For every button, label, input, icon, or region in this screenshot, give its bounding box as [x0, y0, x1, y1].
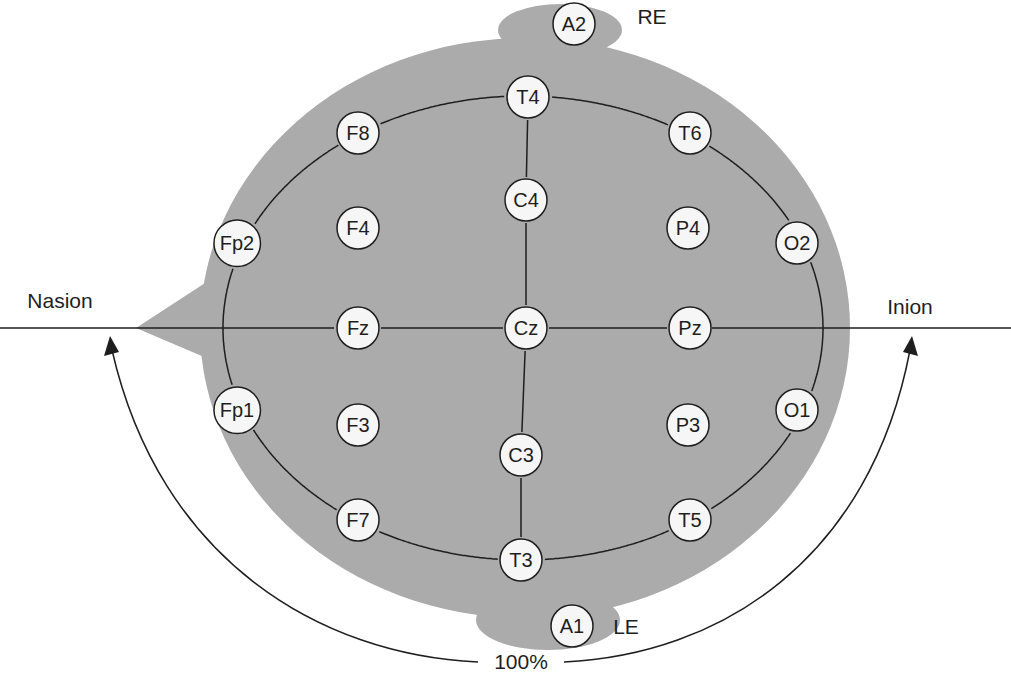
electrode-label: F3 — [346, 415, 369, 435]
electrode-line — [526, 120, 527, 177]
landmark-label: RE — [637, 5, 666, 28]
electrode-label: F8 — [346, 123, 369, 143]
electrode-circle: A1 — [550, 604, 594, 648]
electrode-circle: C4 — [504, 178, 548, 222]
electrode-label: F4 — [346, 218, 369, 238]
electrode-label: T6 — [678, 123, 701, 143]
landmark-label: 100% — [491, 650, 551, 673]
electrode-circle: T6 — [668, 111, 712, 155]
electrode-line — [381, 97, 505, 124]
electrode-label: O2 — [784, 233, 811, 253]
landmark-label: LE — [613, 615, 639, 638]
electrode-circle: T3 — [499, 538, 543, 582]
electrode-label: Pz — [678, 318, 701, 338]
electrode-line — [549, 327, 667, 329]
electrode-circle: Pz — [668, 306, 712, 350]
electrode-circle: F3 — [336, 403, 380, 447]
electrode-line — [711, 433, 790, 508]
electrode-circle: Fz — [336, 306, 380, 350]
electrode-circle: Fp2 — [213, 219, 261, 267]
electrode-circle: O2 — [775, 221, 819, 265]
electrode-label: T4 — [516, 87, 539, 107]
electrode-circle: P3 — [666, 403, 710, 447]
electrode-line — [545, 531, 669, 560]
electrode-label: T3 — [509, 550, 532, 570]
electrode-line — [381, 327, 503, 329]
electrode-label: T5 — [678, 510, 701, 530]
electrode-line — [525, 223, 527, 305]
electrode-label: P4 — [676, 218, 700, 238]
electrode-label: Fp2 — [220, 233, 254, 253]
electrode-label: C3 — [508, 445, 534, 465]
electrode-circle: P4 — [666, 206, 710, 250]
electrode-line — [709, 146, 788, 220]
electrode-circle: Fp1 — [213, 386, 261, 434]
electrode-label: O1 — [784, 400, 811, 420]
arrow-head — [903, 336, 918, 356]
electrode-label: P3 — [676, 415, 700, 435]
inion-line — [712, 327, 1011, 329]
electrode-line — [520, 478, 522, 537]
electrode-circle: O1 — [775, 388, 819, 432]
electrode-circle: F7 — [336, 498, 380, 542]
electrode-label: Fz — [347, 318, 369, 338]
electrode-line — [223, 269, 233, 385]
electrode-circle: A2 — [552, 2, 596, 46]
electrode-circle: F4 — [336, 206, 380, 250]
electrode-label: A1 — [560, 616, 584, 636]
electrode-line — [522, 351, 525, 432]
electrode-circle: F8 — [336, 111, 380, 155]
electrode-label: C4 — [513, 190, 539, 210]
electrode-circle: T5 — [668, 498, 712, 542]
landmark-label: Nasion — [27, 289, 92, 312]
electrode-label: Cz — [514, 318, 538, 338]
electrode-circle: C3 — [499, 433, 543, 477]
nasion-line — [0, 327, 334, 329]
electrode-circle: Cz — [504, 306, 548, 350]
arrow-head — [104, 336, 119, 356]
landmark-label: Inion — [887, 295, 933, 318]
electrode-line — [255, 145, 338, 224]
measure-arc — [564, 350, 910, 662]
electrode-line — [811, 262, 823, 391]
measure-arc — [112, 350, 478, 662]
electrode-line — [254, 430, 337, 510]
electrode-label: A2 — [562, 14, 586, 34]
electrode-line — [552, 97, 668, 125]
electrode-circle: T4 — [506, 75, 550, 119]
electrode-label: Fp1 — [220, 400, 254, 420]
electrode-line — [379, 532, 498, 560]
electrode-label: F7 — [346, 510, 369, 530]
